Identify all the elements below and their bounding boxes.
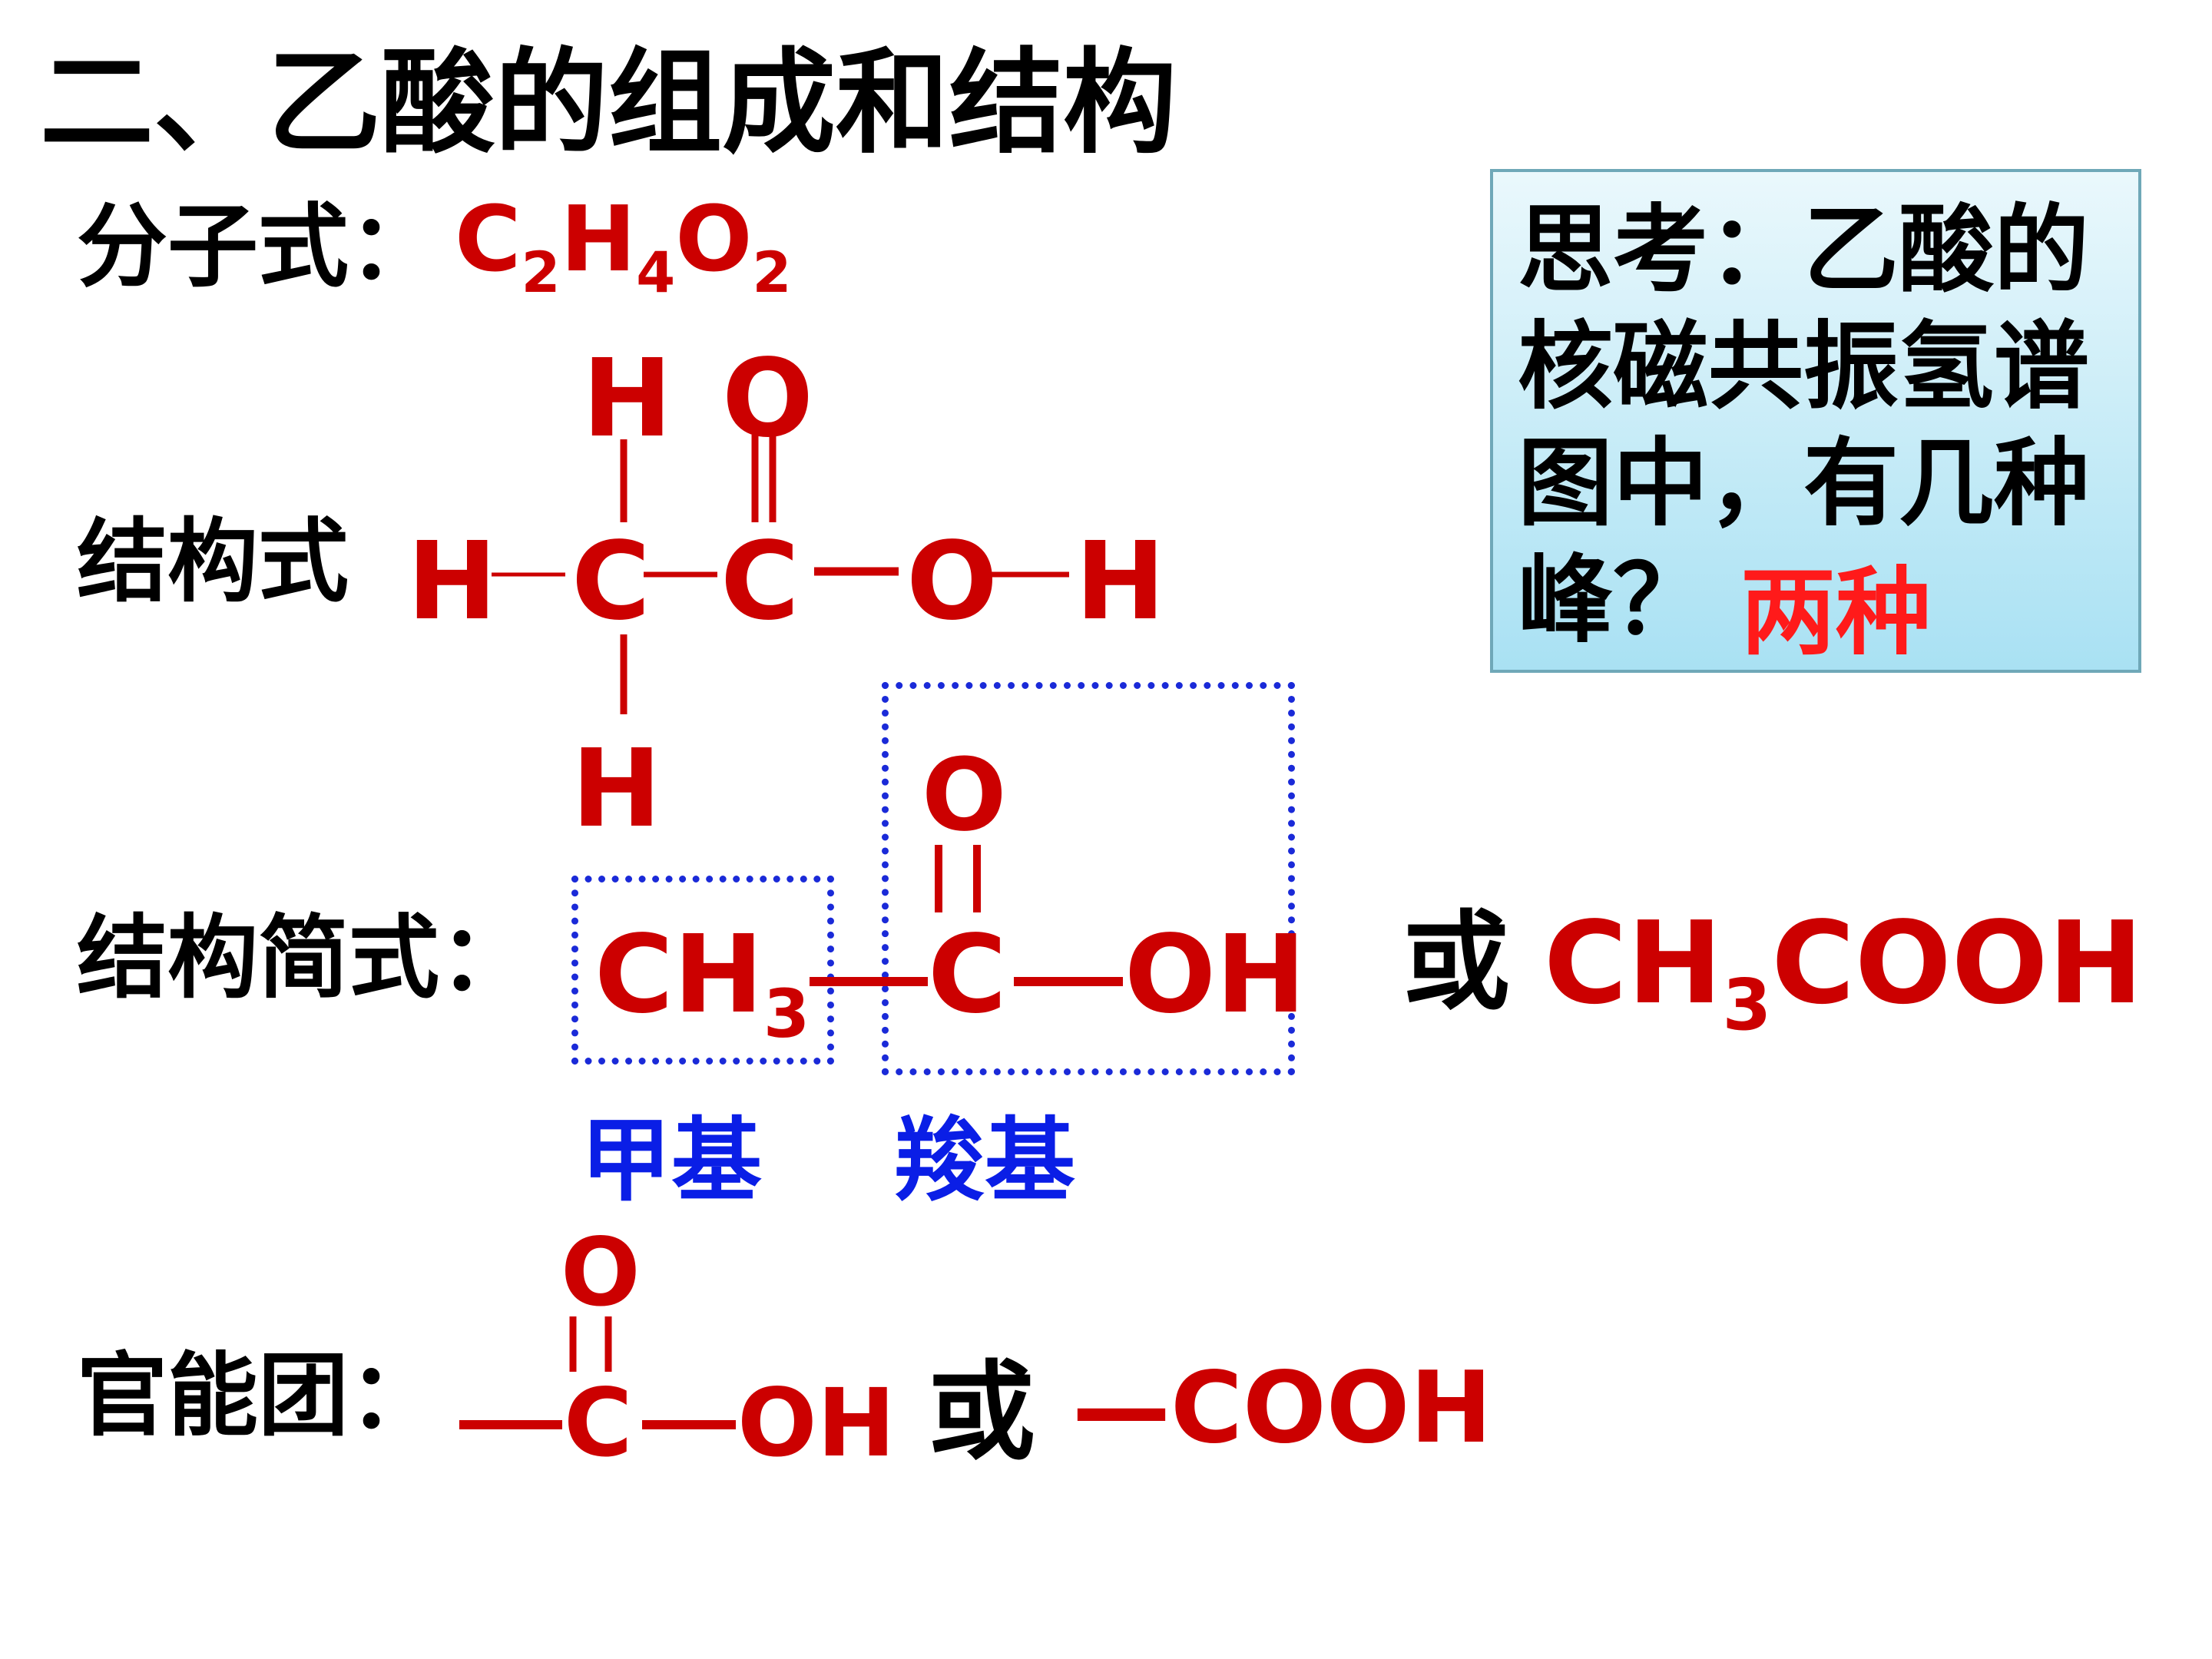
atom-h-right: H — [1075, 519, 1166, 644]
or-text-functional: 或 — [928, 1350, 1036, 1475]
methyl-ch: CH — [594, 912, 763, 1038]
formula-h-subscript: 4 — [636, 240, 676, 306]
atom-o-top: O — [722, 336, 814, 462]
methyl-group: CH3 — [594, 922, 810, 1048]
atom-h-left: H — [407, 519, 498, 644]
methyl-subscript: 3 — [763, 975, 810, 1053]
formula-o: O — [675, 186, 753, 292]
atom-o-right: O — [906, 519, 998, 644]
atom-c2: C — [720, 519, 800, 644]
atom-h-bottom: H — [571, 727, 662, 852]
carboxyl-carbon: C — [928, 912, 1007, 1038]
alt-cooh: COOH — [1771, 897, 2144, 1029]
carboxyl-label: 羧基 — [894, 1108, 1076, 1214]
alt-subscript: 3 — [1722, 963, 1772, 1046]
functional-group-hydroxyl: OH — [737, 1369, 896, 1478]
molecular-formula-label: 分子式： — [77, 194, 440, 300]
condensed-formula-label: 结构简式： — [77, 905, 531, 1011]
formula-o-subscript: 2 — [752, 240, 792, 306]
functional-group-label: 官能团： — [77, 1343, 440, 1449]
formula-c: C — [455, 186, 522, 292]
formula-h: H — [560, 186, 637, 292]
methyl-highlight-box — [571, 876, 834, 1065]
atom-h-top: H — [582, 336, 673, 462]
think-answer: 两种 — [1740, 558, 1932, 668]
hydroxyl-group: OH — [1124, 912, 1306, 1038]
molecular-formula: C2H4O2 — [455, 194, 791, 301]
slide-title: 二、乙酸的组成和结构 — [40, 37, 1177, 169]
carbonyl-oxygen: O — [922, 737, 1007, 853]
methyl-label: 甲基 — [581, 1108, 763, 1214]
alt-ch: CH — [1544, 897, 1723, 1029]
condensed-formula-alt: CH3COOH — [1544, 906, 2143, 1040]
functional-group-oxygen: O — [561, 1218, 641, 1327]
think-question: 思考：乙酸的核磁共振氢谱图中，有几种峰？ — [1518, 195, 2090, 656]
atom-c1: C — [571, 519, 651, 644]
think-box: 思考：乙酸的核磁共振氢谱图中，有几种峰？ 两种 — [1490, 169, 2141, 673]
structural-formula-label: 结构式 — [77, 508, 349, 614]
or-text-condensed: 或 — [1402, 900, 1511, 1025]
formula-c-subscript: 2 — [521, 240, 561, 306]
functional-group-alt: —COOH — [1072, 1351, 1492, 1465]
carboxyl-highlight-box — [882, 682, 1295, 1075]
functional-group-carbon: C — [564, 1369, 633, 1478]
